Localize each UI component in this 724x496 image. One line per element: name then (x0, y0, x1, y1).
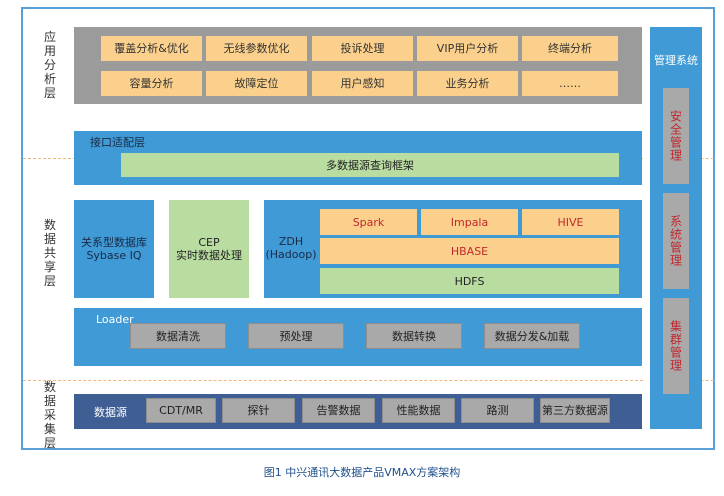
data-source-title: 数据源 (94, 406, 127, 419)
app-item: 覆盖分析&优化 (101, 36, 202, 61)
app-item: 业务分析 (417, 71, 518, 96)
loader-item: 数据转换 (366, 323, 462, 349)
layer-label-collection: 数据采集层 (43, 380, 56, 450)
cep-realtime-processing: CEP 实时数据处理 (169, 200, 249, 298)
management-system-title: 管理系统 (654, 53, 698, 67)
impala-component: Impala (421, 209, 518, 235)
cluster-management: 集群管理 (663, 298, 689, 394)
hbase-component: HBASE (320, 238, 619, 264)
divider-right-1 (690, 158, 714, 159)
hive-component: HIVE (522, 209, 619, 235)
data-source-item: 性能数据 (382, 398, 455, 423)
app-item: 容量分析 (101, 71, 202, 96)
loader-item: 数据分发&加载 (484, 323, 580, 349)
relational-db-sybase-iq: 关系型数据库 Sybase IQ (74, 200, 154, 298)
divider-share-collect (23, 380, 643, 381)
loader-item: 数据清洗 (130, 323, 226, 349)
divider-right-2 (690, 380, 714, 381)
loader-title: Loader (96, 313, 134, 326)
app-item: 故障定位 (206, 71, 307, 96)
system-management: 系统管理 (663, 193, 689, 289)
multi-source-query-framework: 多数据源查询框架 (121, 153, 619, 177)
data-source-item: 告警数据 (302, 398, 375, 423)
app-item: 投诉处理 (312, 36, 413, 61)
app-item: …… (522, 71, 618, 96)
spark-component: Spark (320, 209, 417, 235)
app-item: 终端分析 (522, 36, 618, 61)
data-source-item: CDT/MR (146, 398, 216, 423)
interface-layer-title: 接口适配层 (90, 136, 145, 149)
layer-label-sharing: 数据共享层 (43, 218, 56, 288)
loader-item: 预处理 (248, 323, 344, 349)
hdfs-component: HDFS (320, 268, 619, 294)
zdh-hadoop-label: ZDH (Hadoop) (265, 235, 317, 261)
figure-caption: 图1 中兴通讯大数据产品VMAX方案架构 (263, 466, 461, 479)
app-item: 无线参数优化 (206, 36, 307, 61)
layer-label-application: 应用分析层 (43, 30, 56, 100)
app-item: VIP用户分析 (417, 36, 518, 61)
data-source-item: 路测 (461, 398, 534, 423)
security-management: 安全管理 (663, 88, 689, 184)
diagram-frame (21, 7, 715, 450)
app-item: 用户感知 (312, 71, 413, 96)
data-source-item: 第三方数据源 (540, 398, 610, 423)
data-source-item: 探针 (222, 398, 295, 423)
